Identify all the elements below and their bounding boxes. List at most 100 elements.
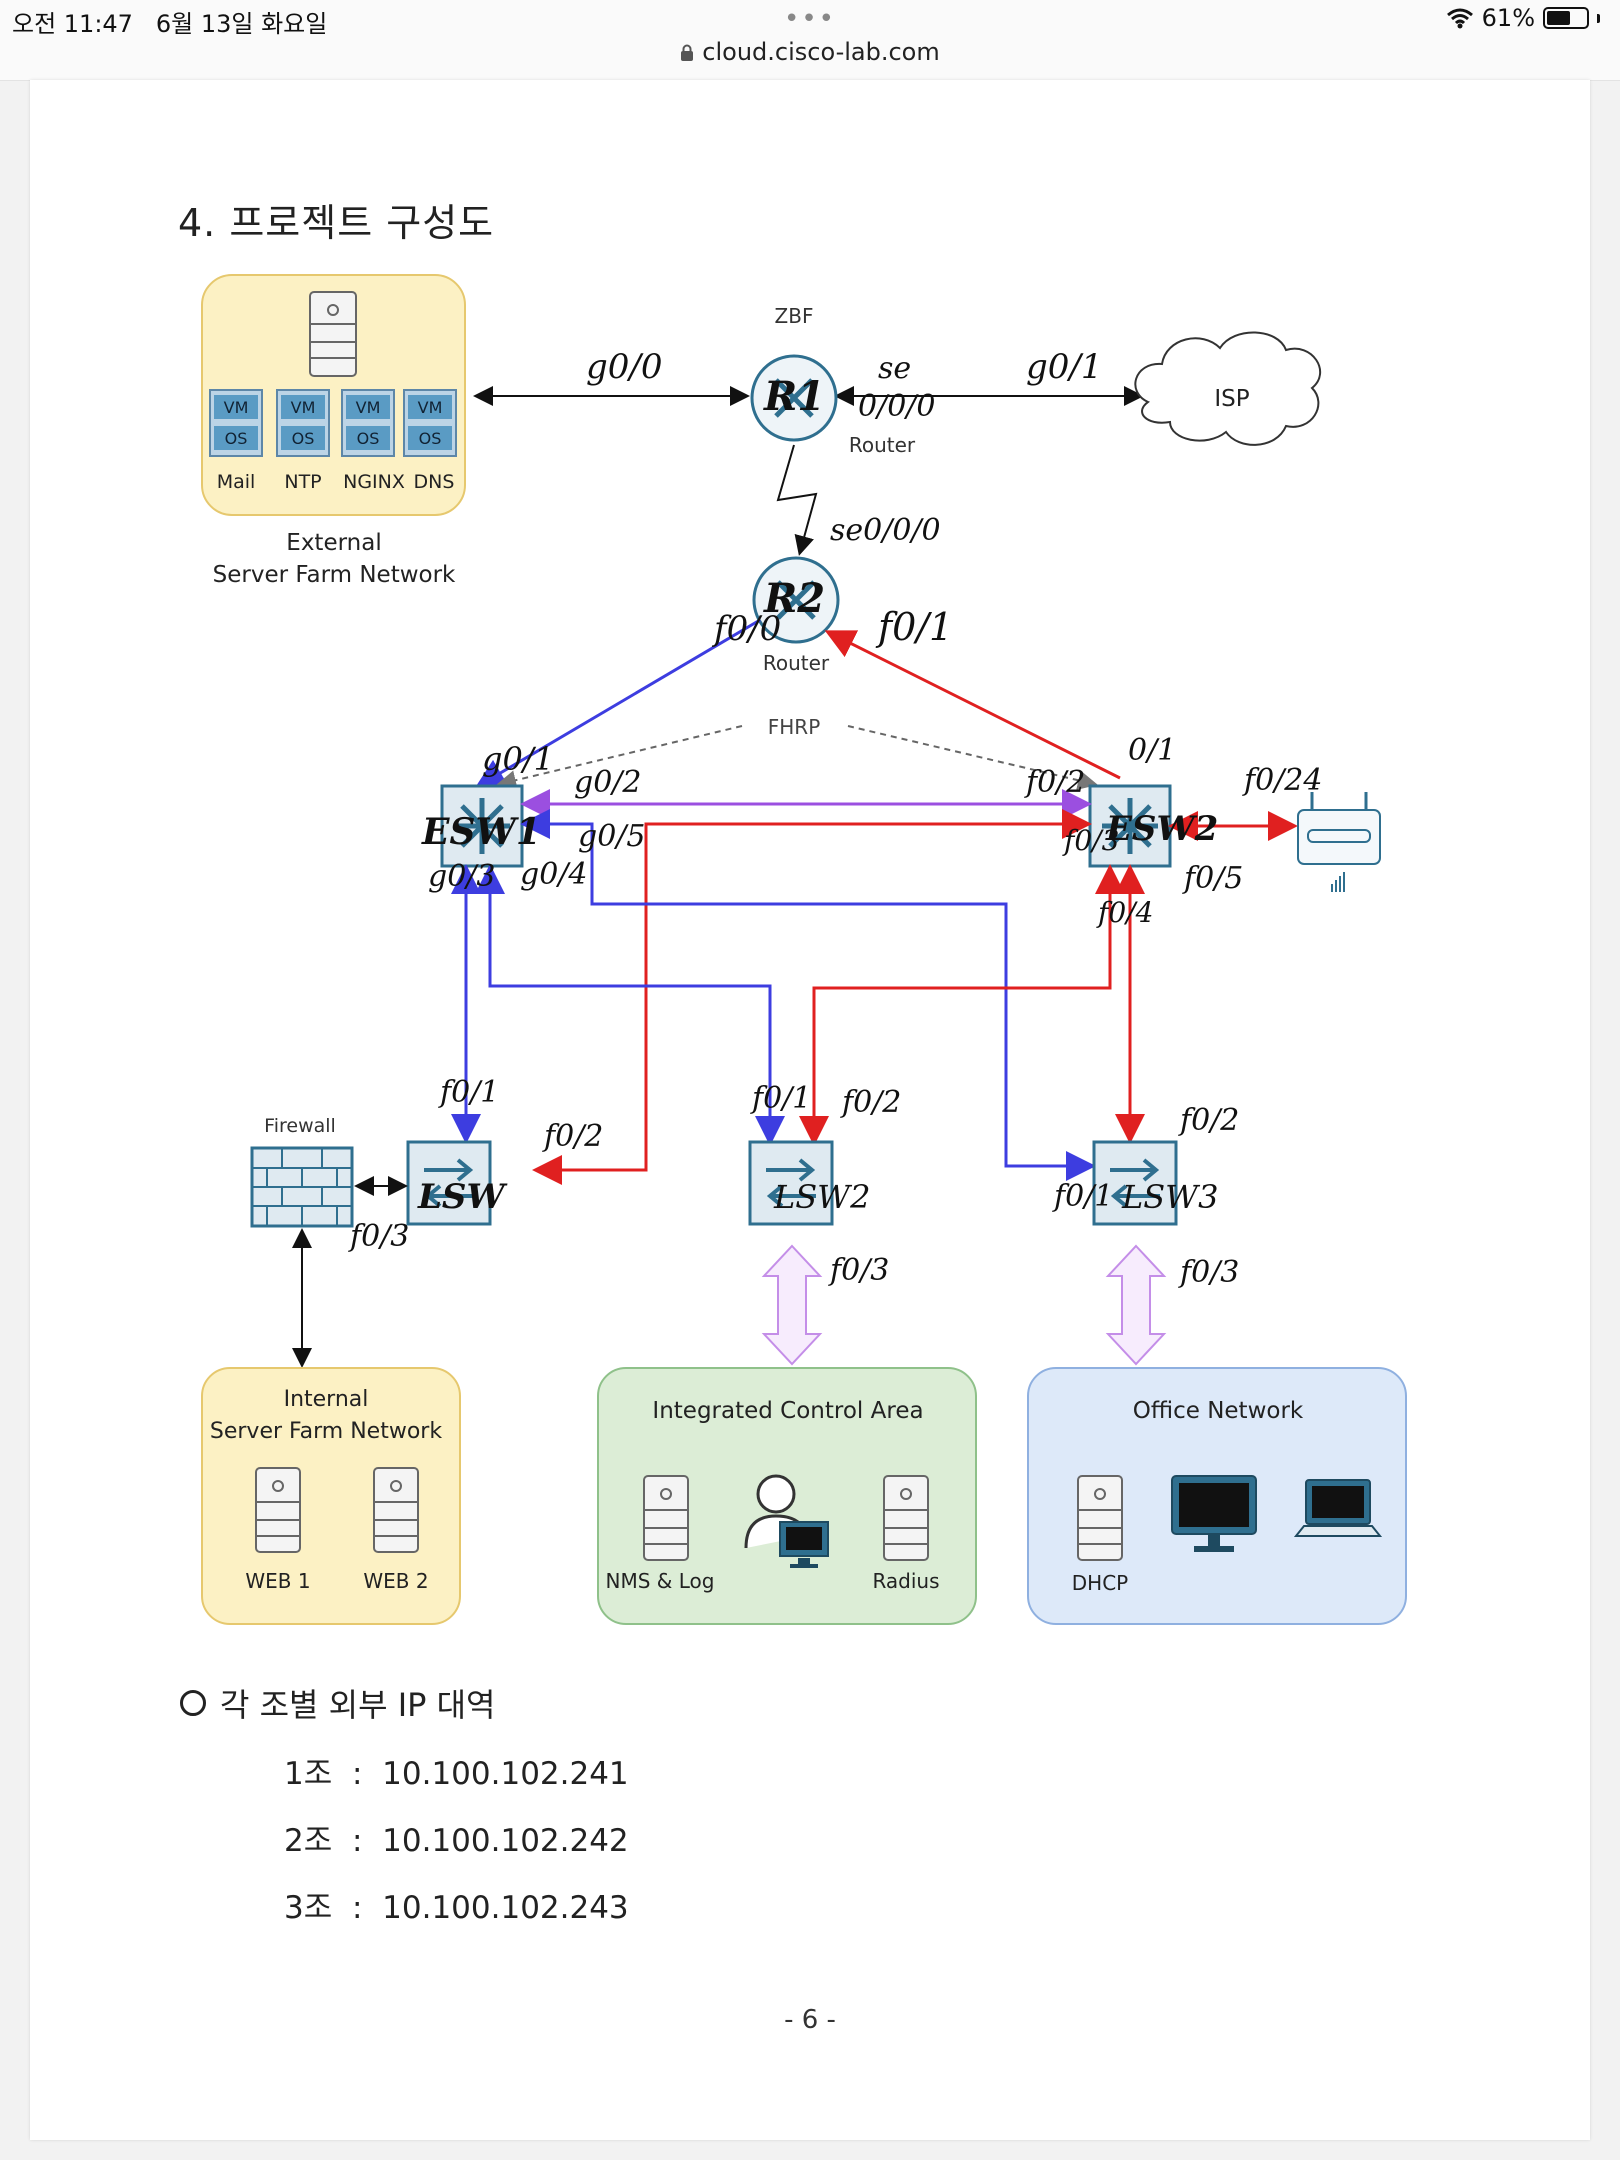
web2-label: WEB 2	[363, 1569, 428, 1593]
hw-r2-f00: f0/0	[711, 609, 781, 649]
fhrp-label: FHRP	[768, 715, 821, 739]
hw-r1: R1	[763, 373, 825, 420]
vm-label: VM	[356, 398, 381, 417]
hw-esw2-f02: f0/2	[1024, 765, 1085, 800]
external-farm-subtitle: Server Farm Network	[213, 562, 456, 588]
web2-server-icon	[373, 1467, 419, 1553]
ip-range-heading: 각 조별 외부 IP 대역	[180, 1680, 629, 1726]
page-number: - 6 -	[784, 2005, 836, 2035]
hw-lsw3-f02: f0/2	[1178, 1103, 1239, 1138]
link-esw1-lsw2	[475, 864, 785, 1146]
handwritten-annotations: R1 R2 ESW1 ESW2 LSW LSW2 LSW3 g0/0 g0/1 …	[348, 347, 1322, 1290]
bullet-circle-icon	[180, 1690, 206, 1716]
server-name-ntp: NTP	[284, 471, 321, 493]
hw-r1-g00: g0/0	[586, 347, 662, 387]
fhrp-right-dashed	[847, 725, 1098, 791]
os-label: OS	[357, 429, 380, 448]
nms-label: NMS & Log	[606, 1569, 715, 1593]
wifi-icon	[1446, 8, 1473, 29]
switch-lsw3-icon	[1092, 1140, 1178, 1226]
vm-label: VM	[418, 398, 443, 417]
web1-label: WEB 1	[245, 1569, 310, 1593]
battery-level-fill	[1547, 11, 1571, 25]
hw-r2-se: se0/0/0	[830, 513, 941, 548]
status-indicators: 61%	[1446, 4, 1600, 32]
os-label: OS	[419, 429, 442, 448]
hw-r1-se-port: 0/0/0	[858, 389, 935, 424]
lock-icon	[681, 44, 694, 61]
server-name-nginx: NGINX	[343, 471, 405, 493]
hw-esw1: ESW1	[421, 811, 541, 853]
status-bar: 오전 11:47 6월 13일 화요일 ••• 61% cloud.cisco-…	[0, 0, 1620, 81]
link-esw2-lsw1	[532, 809, 1092, 1185]
battery-icon	[1543, 7, 1589, 29]
wireless-router-icon	[1297, 792, 1381, 892]
hw-esw1-g03: g0/3	[428, 859, 496, 894]
internal-farm-title: Internal	[284, 1387, 369, 1412]
ip-address: 10.100.102.241	[382, 1756, 629, 1792]
desktop-monitor-icon	[1171, 1475, 1257, 1552]
external-farm-title: External	[286, 530, 381, 556]
office-network-title: Office Network	[1133, 1398, 1304, 1424]
firewall-label: Firewall	[264, 1115, 336, 1137]
isp-label: ISP	[1214, 386, 1249, 412]
battery-nub	[1597, 13, 1600, 23]
ip-address: 10.100.102.242	[382, 1823, 629, 1859]
r2-router-label: Router	[763, 651, 830, 675]
switch-lsw1-icon	[406, 1140, 492, 1226]
hw-esw2-01: 0/1	[1128, 733, 1176, 768]
fhrp-left-dashed	[496, 725, 743, 790]
os-label: OS	[292, 429, 315, 448]
control-area-title: Integrated Control Area	[652, 1398, 923, 1424]
lsw2-down-arrow	[761, 1244, 823, 1366]
hw-lsw1-f02: f0/2	[542, 1119, 603, 1154]
link-esw2-lsw2	[799, 864, 1125, 1146]
ip-group: 1조	[284, 1756, 333, 1792]
dhcp-server-icon	[1077, 1475, 1123, 1561]
ip-range-title: 각 조별 외부 IP 대역	[220, 1686, 496, 1724]
radius-server-icon	[883, 1475, 929, 1561]
hw-esw1-g05: g0/5	[578, 819, 646, 854]
server-name-mail: Mail	[217, 471, 256, 493]
ip-row: 3조 : 10.100.102.243	[284, 1882, 629, 1927]
vm-label: VM	[224, 398, 249, 417]
operator-workstation-icon	[744, 1474, 829, 1568]
link-r1-r2-serial	[776, 444, 818, 556]
internal-farm-subtitle: Server Farm Network	[210, 1419, 442, 1444]
internal-farm-box	[201, 1367, 461, 1625]
hw-lsw1-f01: f0/1	[438, 1075, 499, 1110]
link-r2-esw2	[824, 630, 1121, 780]
ip-separator: :	[351, 1756, 363, 1792]
ip-range-section: 각 조별 외부 IP 대역 1조 : 10.100.102.241 2조 : 1…	[180, 1680, 629, 1927]
hw-r1-g01: g0/1	[1026, 347, 1102, 387]
ip-separator: :	[351, 1890, 363, 1926]
hw-lsw2-f01: f0/1	[750, 1081, 811, 1116]
hw-esw2-f03: f0/3	[1062, 824, 1119, 857]
url-bar[interactable]: cloud.cisco-lab.com	[0, 38, 1620, 66]
ip-group: 2조	[284, 1823, 333, 1859]
vm-label: VM	[291, 398, 316, 417]
os-label: OS	[225, 429, 248, 448]
r1-router-label: Router	[849, 433, 916, 457]
clock-text: 오전 11:47	[12, 10, 133, 38]
hw-esw2-f024: f0/24	[1242, 763, 1322, 798]
dhcp-label: DHCP	[1072, 1571, 1128, 1595]
hw-esw1-g02: g0/2	[574, 765, 642, 800]
ip-row: 1조 : 10.100.102.241	[284, 1748, 629, 1793]
router-r1-icon	[750, 354, 838, 442]
status-time: 오전 11:47 6월 13일 화요일	[12, 4, 327, 39]
router-r2-icon	[752, 556, 840, 644]
battery-percent: 61%	[1481, 4, 1535, 32]
link-r2-esw1	[474, 618, 761, 789]
switch-lsw2-icon	[748, 1140, 834, 1226]
hw-lsw2-f02: f0/2	[840, 1085, 901, 1120]
isp-cloud-icon	[1134, 331, 1322, 446]
network-diagram: VM OS VM OS VM OS VM OS Mail NTP NGINX D…	[201, 274, 1407, 1625]
hw-esw2: ESW2	[1105, 809, 1218, 849]
external-farm-box	[201, 274, 466, 516]
hw-lsw2: LSW2	[773, 1178, 870, 1216]
multitask-dots[interactable]: •••	[784, 4, 837, 34]
hw-lsw2-f03: f0/3	[828, 1253, 889, 1288]
hw-lsw3-f01: f0/1	[1052, 1179, 1113, 1214]
zbf-label: ZBF	[775, 304, 814, 328]
